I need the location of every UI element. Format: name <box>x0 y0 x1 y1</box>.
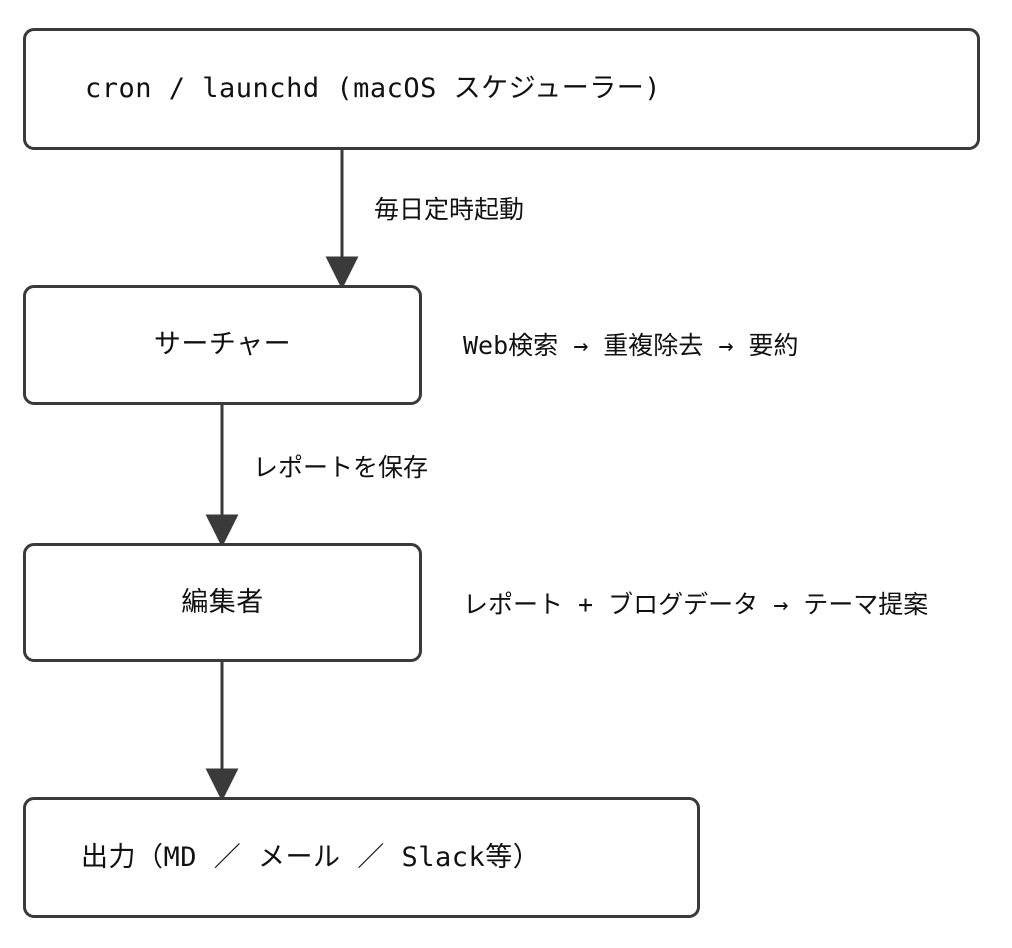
node-editor-label: 編集者 <box>181 586 264 618</box>
edge-label-scheduler-to-searcher: 毎日定時起動 <box>374 195 525 224</box>
edge-label-searcher-to-editor: レポートを保存 <box>253 453 429 482</box>
node-scheduler[interactable]: cron / launchd (macOS スケジューラー) <box>23 28 980 150</box>
node-output-label: 出力（MD ／ メール ／ Slack等） <box>81 841 541 873</box>
node-output[interactable]: 出力（MD ／ メール ／ Slack等） <box>23 797 700 918</box>
arrowhead-scheduler-to-searcher <box>325 256 359 290</box>
node-scheduler-label: cron / launchd (macOS スケジューラー) <box>85 73 661 105</box>
node-searcher-label: サーチャー <box>153 329 292 361</box>
arrowhead-editor-to-output <box>205 768 239 802</box>
node-editor[interactable]: 編集者 <box>23 543 422 662</box>
annotation-searcher-note: Web検索 → 重複除去 → 要約 <box>463 331 799 360</box>
arrowhead-searcher-to-editor <box>205 514 239 548</box>
node-searcher[interactable]: サーチャー <box>23 285 422 405</box>
annotation-editor-note: レポート + ブログデータ → テーマ提案 <box>463 590 929 619</box>
